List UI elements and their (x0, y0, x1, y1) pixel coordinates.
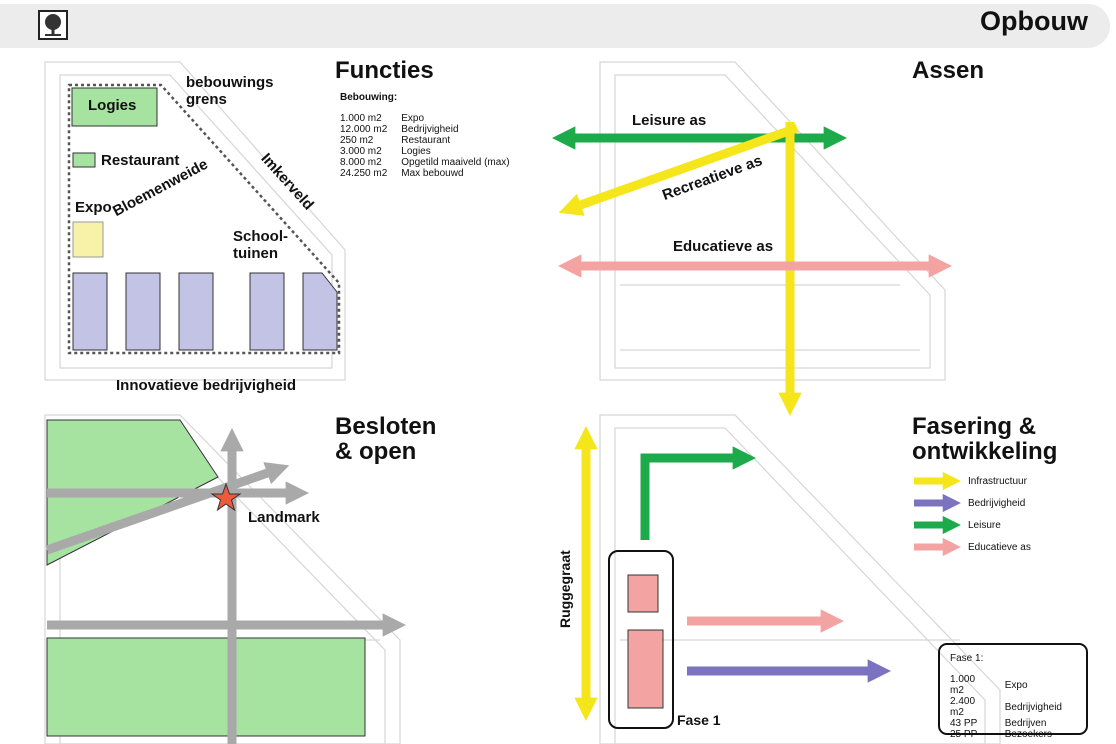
table-cell: Bedrijven (1004, 718, 1047, 729)
table-row: 25 PP Bezoekers (950, 729, 1076, 740)
fasering-legend-arrows (914, 471, 961, 557)
functies-table: 1.000 m2 Expo 12.000 m2 Bedrijvigheid 250 … (340, 113, 524, 179)
table-row: 1.000 m2 Expo (950, 674, 1076, 696)
base-map-outlines (44, 61, 1001, 744)
label-ruggegraat: Ruggegraat (557, 550, 573, 628)
route-arrows (45, 427, 407, 744)
table-cell: Bedrijvigheid (401, 124, 459, 135)
page-title: Opbouw (980, 6, 1088, 36)
table-cell: 24.250 m2 (340, 168, 388, 179)
table-cell: Opgetild maaiveld (max) (401, 157, 510, 168)
table-row: 12.000 m2 Bedrijvigheid (340, 124, 524, 135)
table-cell: 25 PP (950, 729, 978, 740)
tree-logo (38, 10, 68, 40)
table-row: 43 PP Bedrijven (950, 718, 1076, 729)
table-cell: Bedrijvigheid (1004, 701, 1062, 713)
legend-bedrijvigheid: Bedrijvigheid (968, 498, 1026, 509)
besloten-title: Besloten & open (335, 413, 437, 465)
legend-infrastructuur: Infrastructuur (968, 476, 1027, 487)
table-row: 3.000 m2 Logies (340, 146, 524, 157)
label-expo: Expo (75, 199, 112, 216)
label-schooltuinen: School- tuinen (233, 228, 288, 262)
table-cell: 12.000 m2 (340, 124, 388, 135)
functies-title: Functies (335, 57, 434, 84)
table-cell: Expo (401, 113, 425, 124)
logies-block (71, 87, 158, 127)
expo-block (72, 221, 104, 258)
label-bebouwingsgrens: bebouwings grens (186, 74, 274, 108)
label-innovatieve-bedrijvigheid: Innovatieve bedrijvigheid (116, 377, 297, 394)
header-bar (0, 4, 1110, 48)
restaurant-block (72, 152, 96, 168)
table-cell: 1.000 m2 (340, 113, 382, 124)
legend-educatieve-as: Educatieve as (968, 542, 1031, 553)
expo-phase-block (627, 574, 659, 613)
table-row: 1.000 m2 Expo (340, 113, 524, 124)
table-cell: 43 PP (950, 718, 978, 729)
table-cell: 8.000 m2 (340, 157, 382, 168)
table-cell: 250 m2 (340, 135, 374, 146)
label-leisure-as: Leisure as (632, 112, 707, 129)
closed-green-area (46, 637, 366, 737)
leisure-phase-arrow (640, 446, 757, 540)
table-cell: 3.000 m2 (340, 146, 382, 157)
label-restaurant: Restaurant (101, 152, 180, 169)
fase1-outline (608, 550, 674, 729)
bedrijf-phase-block (627, 629, 664, 709)
table-row: 2.400 m2 Bedrijvigheid (950, 696, 1076, 718)
label-fase1: Fase 1 (677, 712, 721, 728)
fase1-box-title: Fase 1: (950, 653, 984, 664)
functies-subtitle: Bebouwing: (340, 92, 398, 103)
table-row: 250 m2 Restaurant (340, 135, 524, 146)
label-logies: Logies (88, 97, 137, 114)
legend-leisure: Leisure (968, 520, 1001, 531)
assen-title: Assen (912, 57, 985, 84)
table-cell: 1.000 m2 (950, 674, 976, 696)
table-cell: Expo (1004, 679, 1028, 691)
table-cell: Bezoekers (1004, 729, 1052, 740)
fasering-title: Fasering & ontwikkeling (912, 413, 1058, 465)
table-cell: 2.400 m2 (950, 696, 976, 718)
label-landmark: Landmark (248, 509, 320, 526)
table-cell: Logies (401, 146, 431, 157)
table-row: 8.000 m2 Opgetild maaiveld (max) (340, 157, 524, 168)
bedrijvigheid-blocks (72, 272, 338, 351)
table-cell: Max bebouwd (401, 168, 464, 179)
recreatieve-axis-arrow (558, 123, 799, 216)
fase1-info-box: Fase 1: 1.000 m2 Expo 2.400 m2 Bedrijvighe… (938, 643, 1088, 740)
label-educatieve-as: Educatieve as (673, 238, 774, 255)
table-row: 24.250 m2 Max bebouwd (340, 168, 524, 179)
landmark-star-icon (210, 482, 242, 512)
table-cell: Restaurant (401, 135, 451, 146)
